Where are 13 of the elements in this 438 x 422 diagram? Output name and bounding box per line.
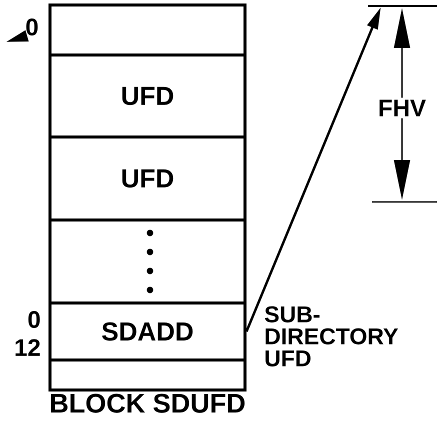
offset-label: 0 <box>26 18 38 36</box>
dimension-label: FHV <box>376 98 428 118</box>
reference-line <box>368 5 437 7</box>
offset-label: 12 <box>16 339 40 356</box>
row-box: UFD <box>48 136 246 222</box>
row-box: SDADD <box>48 302 246 362</box>
node-label: BLOCK SDUFD <box>51 394 245 413</box>
offset-label: 0 <box>28 311 40 328</box>
pointer-label: SUB-DIRECTORY UFD <box>264 306 398 366</box>
empty-row-box <box>48 358 246 392</box>
row-box: UFD <box>48 54 246 138</box>
empty-row-box <box>48 218 246 304</box>
empty-row-box <box>48 4 246 56</box>
